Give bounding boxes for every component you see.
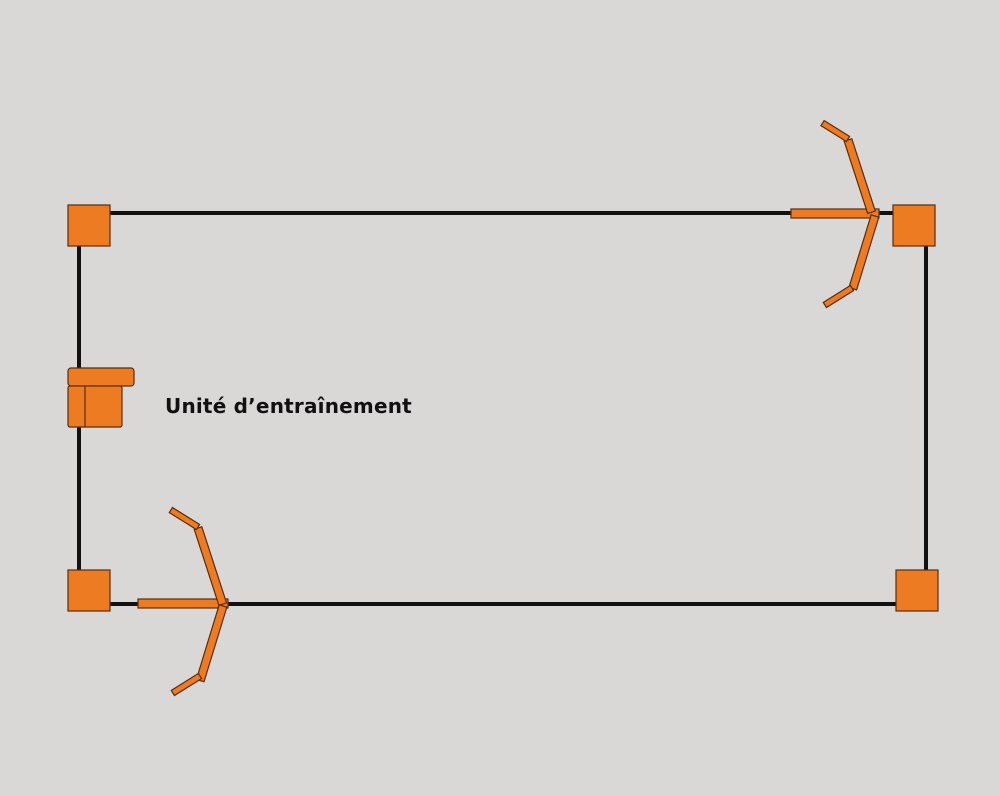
arm-upper-tip-top-right	[820, 119, 851, 143]
corner-post-bottom-right	[895, 569, 939, 612]
training-unit-top	[67, 367, 135, 387]
arm-lower-long-top-right	[848, 214, 880, 291]
corner-post-top-left	[67, 204, 111, 247]
corner-post-bottom-left	[67, 569, 111, 612]
arm-beam-bottom-left	[137, 598, 229, 609]
training-unit-icon	[67, 367, 135, 428]
corner-posts	[67, 204, 939, 612]
spreader-arms-top-right	[790, 119, 880, 309]
arm-upper-long-bottom-left	[193, 526, 228, 607]
corner-post-top-right	[892, 204, 936, 247]
arm-upper-tip-bottom-left	[168, 506, 201, 531]
arm-lower-tip-top-right	[822, 284, 855, 309]
training-unit-label: Unité d’entraînement	[165, 394, 412, 418]
arm-beam-top-right	[790, 208, 880, 219]
arm-lower-long-bottom-left	[195, 604, 228, 683]
arm-upper-long-top-right	[843, 138, 877, 215]
training-unit-body	[67, 385, 123, 428]
arm-lower-tip-bottom-left	[170, 672, 203, 697]
spreader-arms-bottom-left	[137, 506, 229, 697]
